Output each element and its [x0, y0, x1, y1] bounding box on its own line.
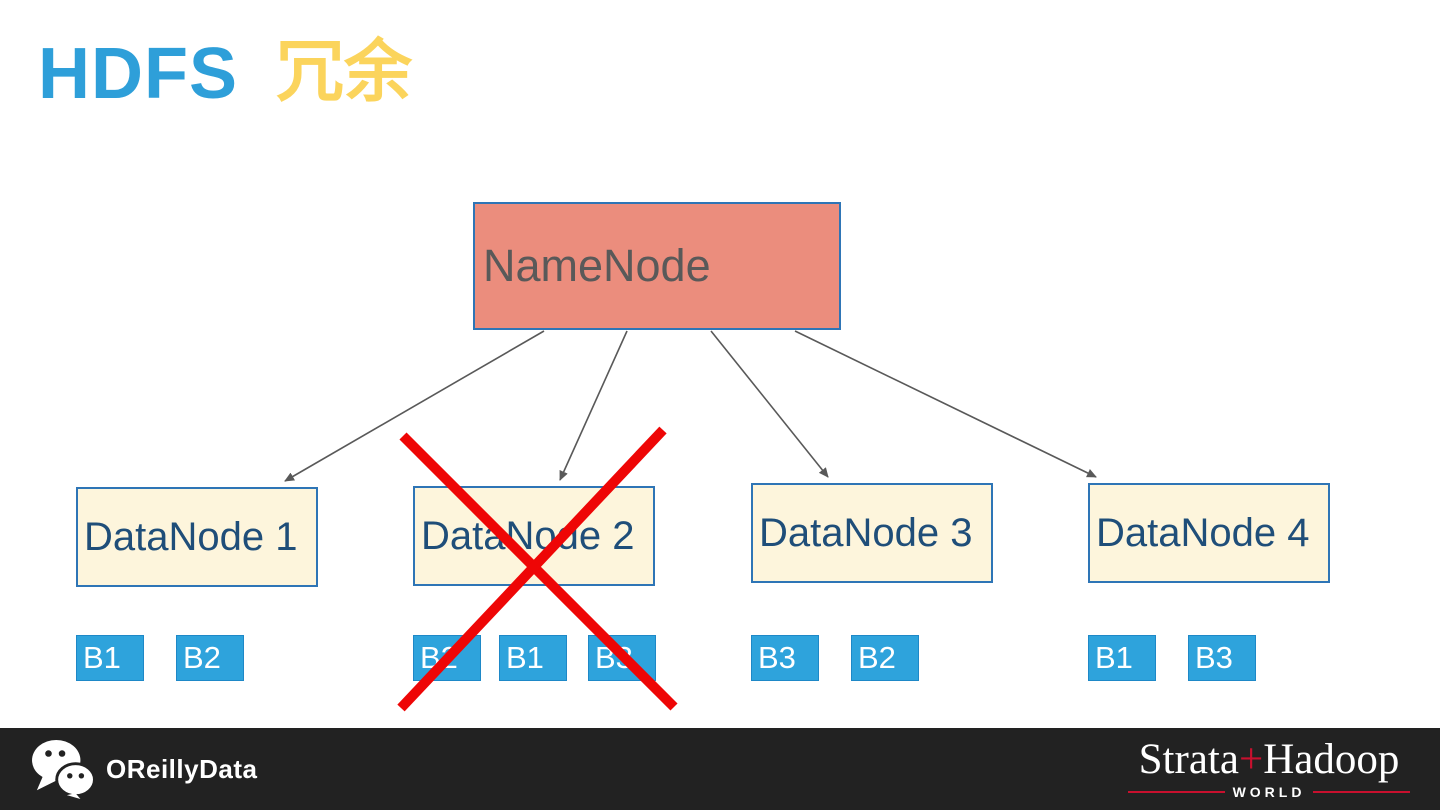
block-chip: B2 — [413, 635, 481, 681]
block-chip: B2 — [851, 635, 919, 681]
block-chip: B3 — [1188, 635, 1256, 681]
title-hdfs-text: HDFS — [38, 34, 238, 114]
block-chip: B3 — [588, 635, 656, 681]
plus-sign: + — [1238, 736, 1264, 783]
right-rule — [1313, 791, 1411, 793]
namenode-to-datanode4-arrow — [794, 330, 1097, 478]
strata-hadoop-logo: Strata+Hadoop WORLD — [1128, 738, 1411, 800]
namenode-box: NameNode — [473, 202, 841, 330]
oreilly-brand-text: OReillyData — [106, 753, 258, 784]
datanode-1-box: DataNode 1 — [76, 487, 318, 587]
world-text: WORLD — [1232, 784, 1306, 800]
block-chip: B1 — [76, 635, 144, 681]
block-chip: B3 — [751, 635, 819, 681]
datanode-3-label: DataNode 3 — [759, 510, 973, 555]
title-redundancy-text: 冗余 — [276, 34, 413, 110]
block-chip: B1 — [499, 635, 567, 681]
namenode-to-datanode3-arrow — [710, 330, 829, 478]
hadoop-text: Hadoop — [1263, 736, 1400, 783]
datanode-2-label: DataNode 2 — [421, 513, 635, 558]
datanode-4-label: DataNode 4 — [1096, 510, 1310, 555]
strata-text: Strata — [1138, 736, 1239, 783]
namenode-to-datanode1-arrow — [284, 330, 545, 482]
datanode-3-box: DataNode 3 — [751, 483, 993, 583]
block-chip: B1 — [1088, 635, 1156, 681]
namenode-to-datanode2-arrow — [559, 330, 628, 481]
datanode-1-label: DataNode 1 — [84, 514, 298, 559]
block-chip: B2 — [176, 635, 244, 681]
page-title: HDFS 冗余 — [38, 38, 412, 110]
datanode-2-box: DataNode 2 — [413, 486, 655, 586]
footer-bar: OReillyData Strata+Hadoop WORLD — [0, 728, 1440, 810]
strata-hadoop-wordmark: Strata+Hadoop — [1139, 738, 1400, 781]
namenode-label: NameNode — [483, 240, 711, 291]
world-subtitle-row: WORLD — [1128, 784, 1411, 800]
wechat-icon — [32, 739, 96, 799]
oreilly-data-logo: OReillyData — [30, 739, 257, 799]
left-rule — [1128, 791, 1225, 793]
datanode-4-box: DataNode 4 — [1088, 483, 1330, 583]
